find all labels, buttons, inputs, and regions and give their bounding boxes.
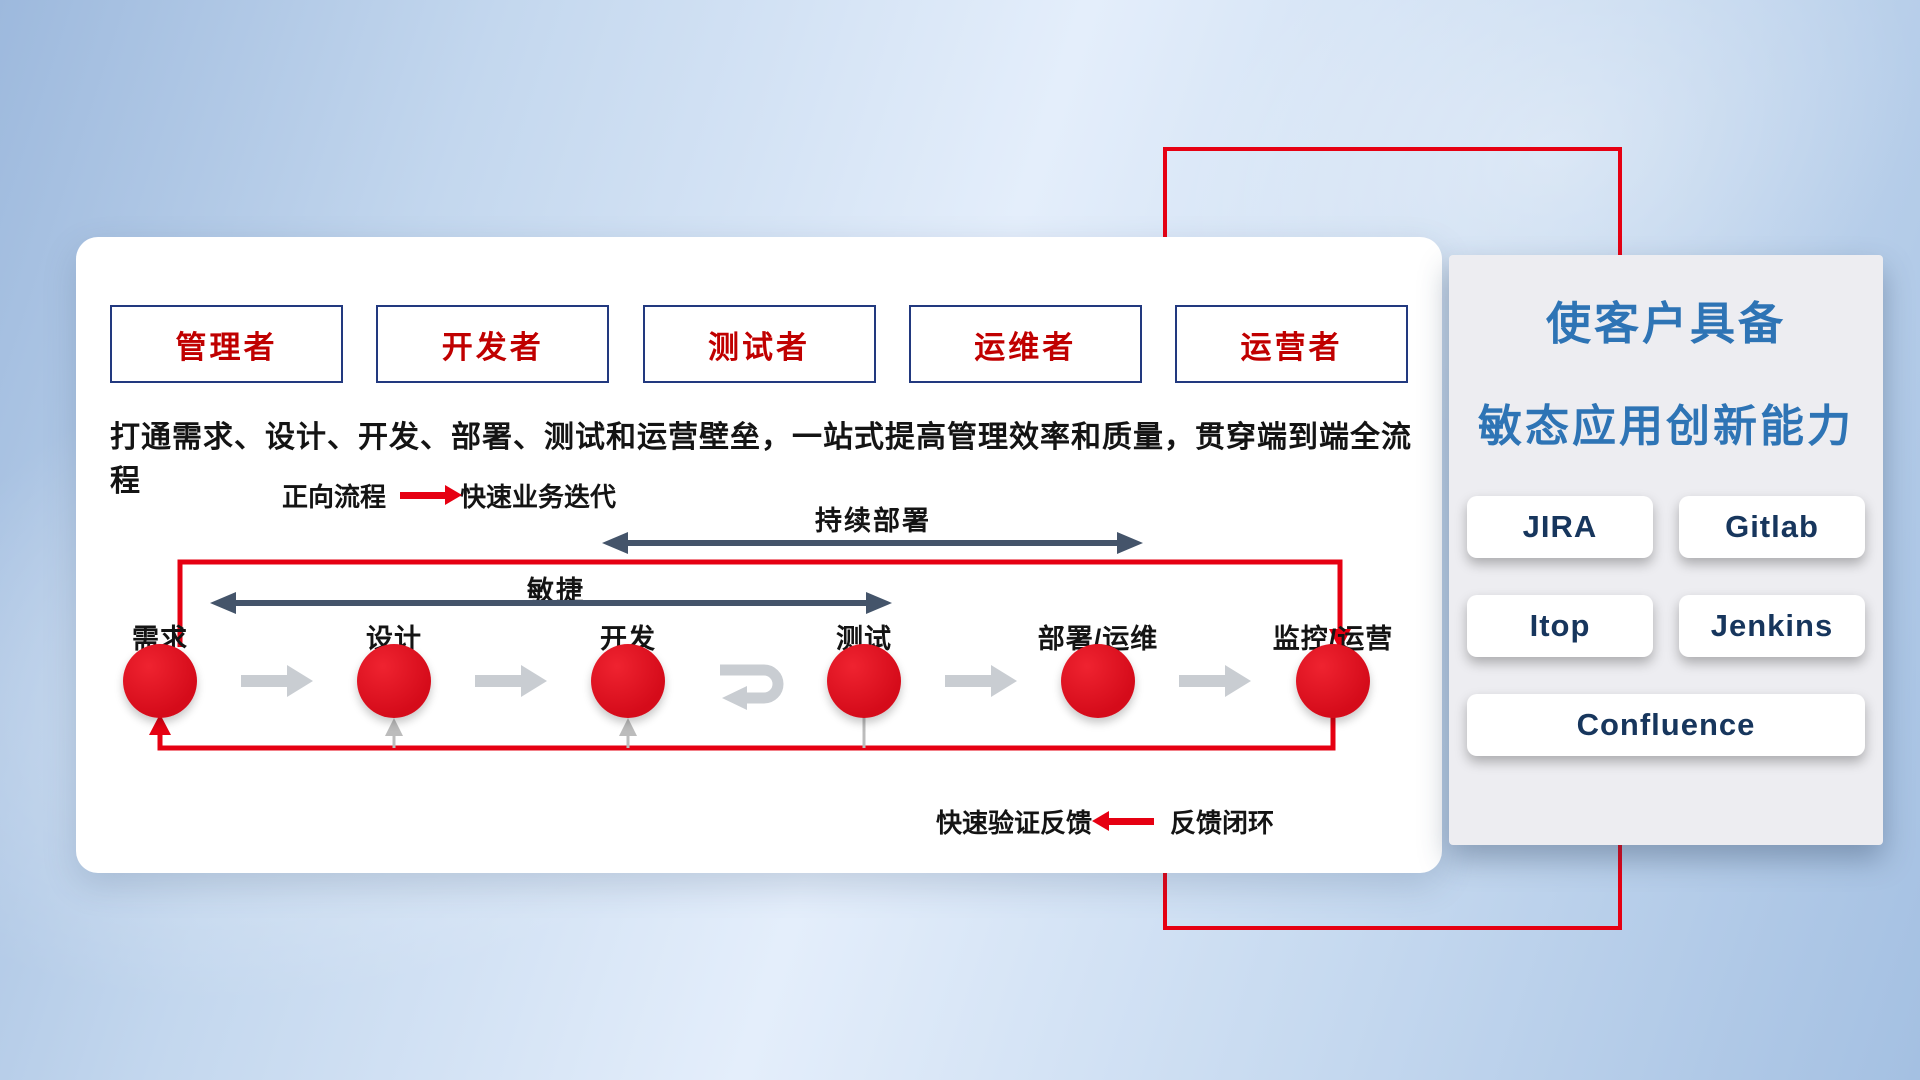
role-label: 运营者 [1240, 329, 1343, 365]
flow-arrow-icon [475, 665, 547, 697]
stage-node-design [357, 644, 431, 718]
tool-itop: Itop [1467, 595, 1653, 657]
feedback-label: 快速验证反馈 [936, 808, 1093, 838]
panel-title-line1: 使客户具备 [1545, 298, 1786, 349]
panel-title-line2: 敏态应用创新能力 [1478, 402, 1854, 451]
role-box-developer: 开发者 [376, 305, 610, 383]
role-label: 管理者 [175, 329, 278, 365]
forward-flow-value: 快速业务迭代 [460, 482, 617, 512]
pipeline-diagram: 持续部署 敏捷 需求 设计 开发 测试 部署/运维 监控/运营 [76, 237, 1442, 873]
dev-test-iteration-arrow-icon [720, 664, 784, 710]
tool-jira: JIRA [1467, 496, 1653, 558]
capability-panel: 使客户具备 敏态应用创新能力 JIRA Gitlab Itop Jenkins … [1449, 255, 1883, 845]
stage-node-deploy-ops [1061, 644, 1135, 718]
flow-arrow-icon [945, 665, 1017, 697]
continuous-deployment-label: 持续部署 [815, 506, 931, 536]
continuous-deployment-arrow-icon [602, 532, 1143, 554]
role-label: 开发者 [441, 329, 544, 365]
role-box-operations: 运维者 [908, 305, 1142, 383]
forward-flow-label: 正向流程 [282, 482, 387, 512]
tool-jenkins: Jenkins [1679, 595, 1865, 657]
tool-buttons: JIRA Gitlab Itop Jenkins Confluence [1467, 496, 1865, 756]
role-box-business-operator: 运营者 [1175, 305, 1408, 383]
tool-gitlab: Gitlab [1679, 496, 1865, 558]
feedback-value: 反馈闭环 [1170, 808, 1275, 838]
role-label: 运维者 [974, 329, 1077, 365]
stage-node-monitor-ops [1296, 644, 1370, 718]
devops-flow-card: 管理者 开发者 测试者 运维者 运营者 打通需求、设计、开发、部署、测试和运营壁… [76, 237, 1442, 873]
role-row: 管理者 开发者 测试者 运维者 运营者 [110, 305, 1408, 383]
role-box-tester: 测试者 [642, 305, 876, 383]
stage-node-testing [827, 644, 901, 718]
agile-arrow-icon [210, 592, 892, 614]
description-text: 打通需求、设计、开发、部署、测试和运营壁垒，一站式提高管理效率和质量，贯穿端到端… [110, 421, 1412, 498]
feedback-arrow-icon [1092, 811, 1155, 831]
flow-loop-arrows-icon [149, 559, 1351, 751]
stage-node-development [591, 644, 665, 718]
feedback-legend: 快速验证反馈 反馈闭环 [936, 803, 1274, 840]
role-box-manager: 管理者 [110, 305, 343, 383]
role-label: 测试者 [708, 329, 810, 365]
forward-arrow-icon [400, 485, 463, 505]
stage-node-requirements [123, 644, 197, 718]
flow-arrow-icon [241, 665, 313, 697]
flow-arrow-icon [1179, 665, 1251, 697]
tool-confluence: Confluence [1467, 694, 1865, 756]
forward-flow-legend: 正向流程 快速业务迭代 [282, 477, 616, 514]
